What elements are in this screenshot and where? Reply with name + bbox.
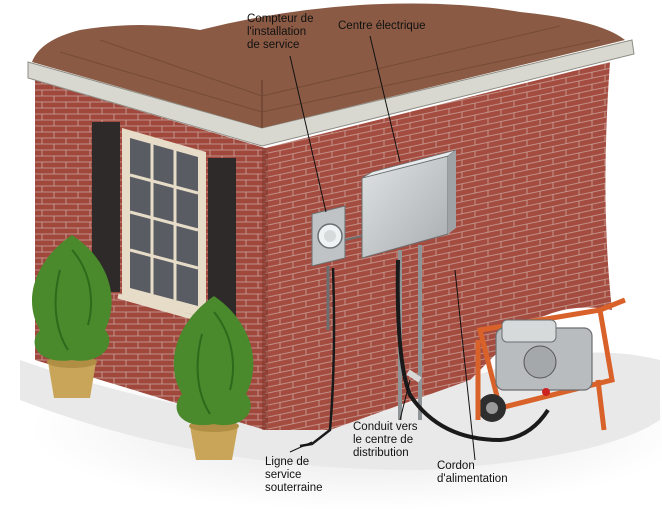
service-line-label-line: Ligne de xyxy=(265,456,310,468)
conduit-label-line: distribution xyxy=(353,447,409,459)
electrical-center-label: Centre électrique xyxy=(338,20,426,33)
meter-label-line: l'installation xyxy=(247,26,307,38)
potted-shrub-icon xyxy=(173,296,254,460)
power-cord xyxy=(395,259,550,443)
meter-label: Compteur de l'installation de service xyxy=(247,13,313,52)
service-line-label-line: service xyxy=(265,469,302,481)
meter-label-line: Compteur de xyxy=(247,13,314,25)
leader-lines xyxy=(289,35,476,461)
center-label-line: Centre électrique xyxy=(338,20,426,32)
meter-label-line: de service xyxy=(247,39,300,51)
service-line-label: Ligne de service souterraine xyxy=(265,456,323,495)
cord-label-line: d'alimentation xyxy=(437,473,508,485)
power-cord-label: Cordon d'alimentation xyxy=(437,460,508,486)
window xyxy=(92,122,236,328)
conduit-label-line: Conduit vers xyxy=(353,421,418,433)
service-line xyxy=(299,267,336,448)
portable-generator-icon xyxy=(475,297,626,431)
service-line-label-line: souterraine xyxy=(265,482,323,494)
potted-shrub-icon xyxy=(31,235,112,398)
electrical-panel-icon xyxy=(361,149,457,420)
electric-meter-icon xyxy=(311,205,363,330)
roof xyxy=(32,3,625,129)
cord-label-line: Cordon xyxy=(437,460,475,472)
conduit-label: Conduit vers le centre de distribution xyxy=(353,421,418,460)
right-wall xyxy=(265,62,612,430)
conduit-label-line: le centre de xyxy=(353,434,414,446)
